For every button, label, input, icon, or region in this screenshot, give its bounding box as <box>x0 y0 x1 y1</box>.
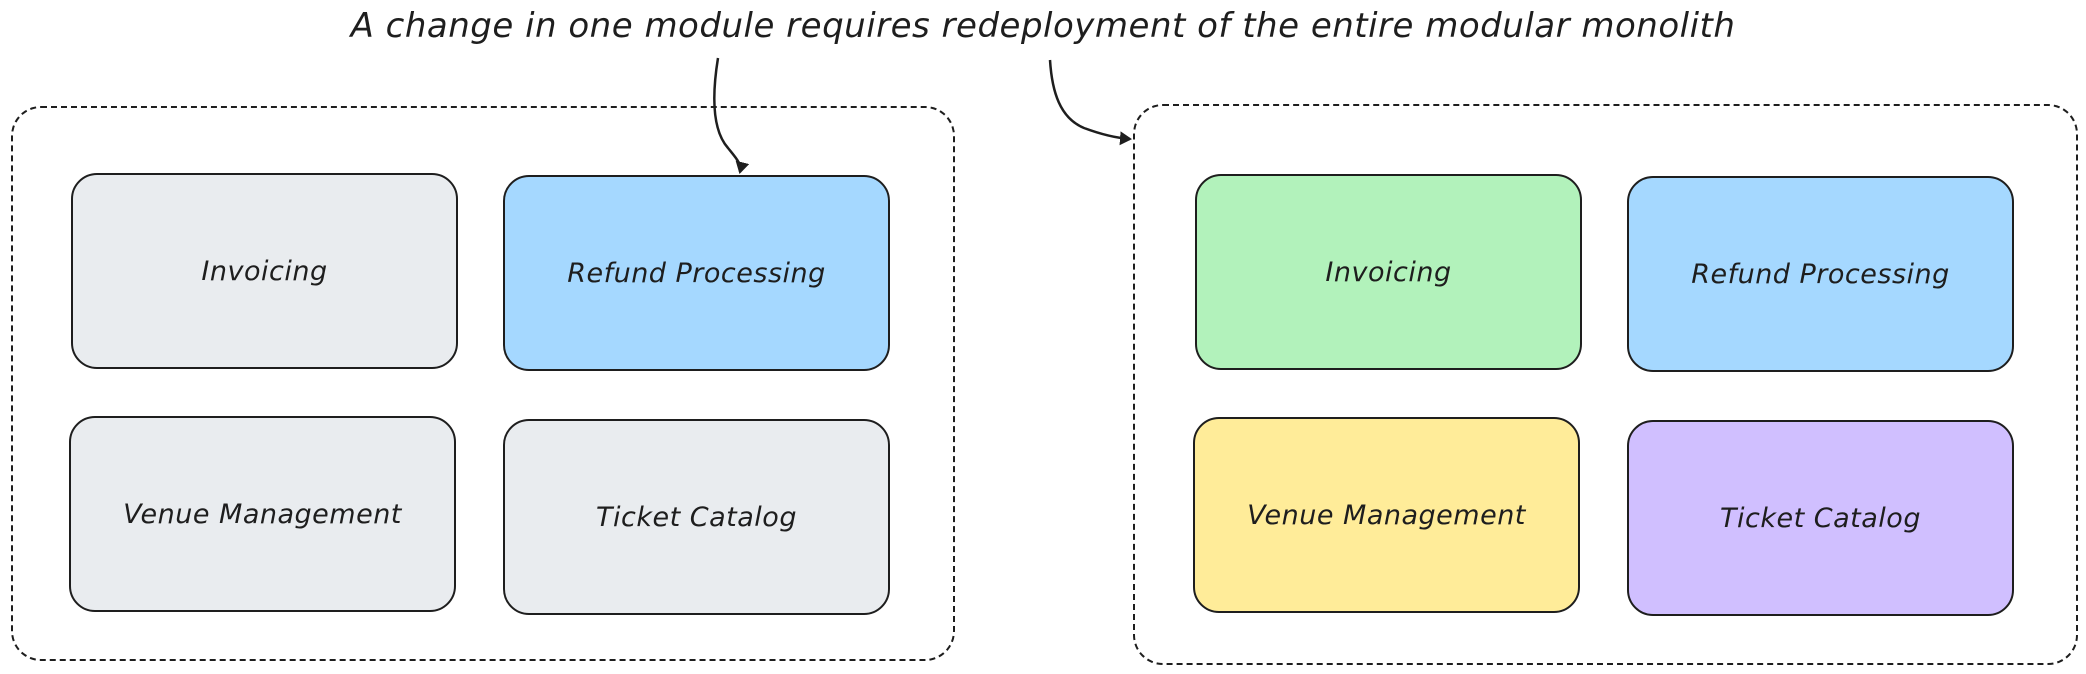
module-label: Venue Management <box>123 498 402 530</box>
module-label: Venue Management <box>1247 499 1526 531</box>
module-label: Ticket Catalog <box>1720 502 1921 534</box>
module-ticket-catalog: Ticket Catalog <box>1627 420 2014 616</box>
module-refund-processing: Refund Processing <box>503 175 890 371</box>
module-label: Invoicing <box>201 255 328 287</box>
module-ticket-catalog: Ticket Catalog <box>503 419 890 615</box>
module-venue-management: Venue Management <box>1193 417 1580 613</box>
diagram-caption: A change in one module requires redeploy… <box>350 6 1736 46</box>
module-refund-processing: Refund Processing <box>1627 176 2014 372</box>
arrow-to-redeployed-monolith <box>1048 59 1132 146</box>
modular-monolith-after <box>1133 104 2078 665</box>
module-invoicing: Invoicing <box>71 173 458 369</box>
arrow-to-refund-processing <box>713 57 750 174</box>
module-invoicing: Invoicing <box>1195 174 1582 370</box>
module-label: Refund Processing <box>1691 258 1950 290</box>
modular-monolith-before <box>11 106 955 661</box>
module-label: Refund Processing <box>567 257 826 289</box>
module-label: Invoicing <box>1325 256 1452 288</box>
module-label: Ticket Catalog <box>596 501 797 533</box>
module-venue-management: Venue Management <box>69 416 456 612</box>
